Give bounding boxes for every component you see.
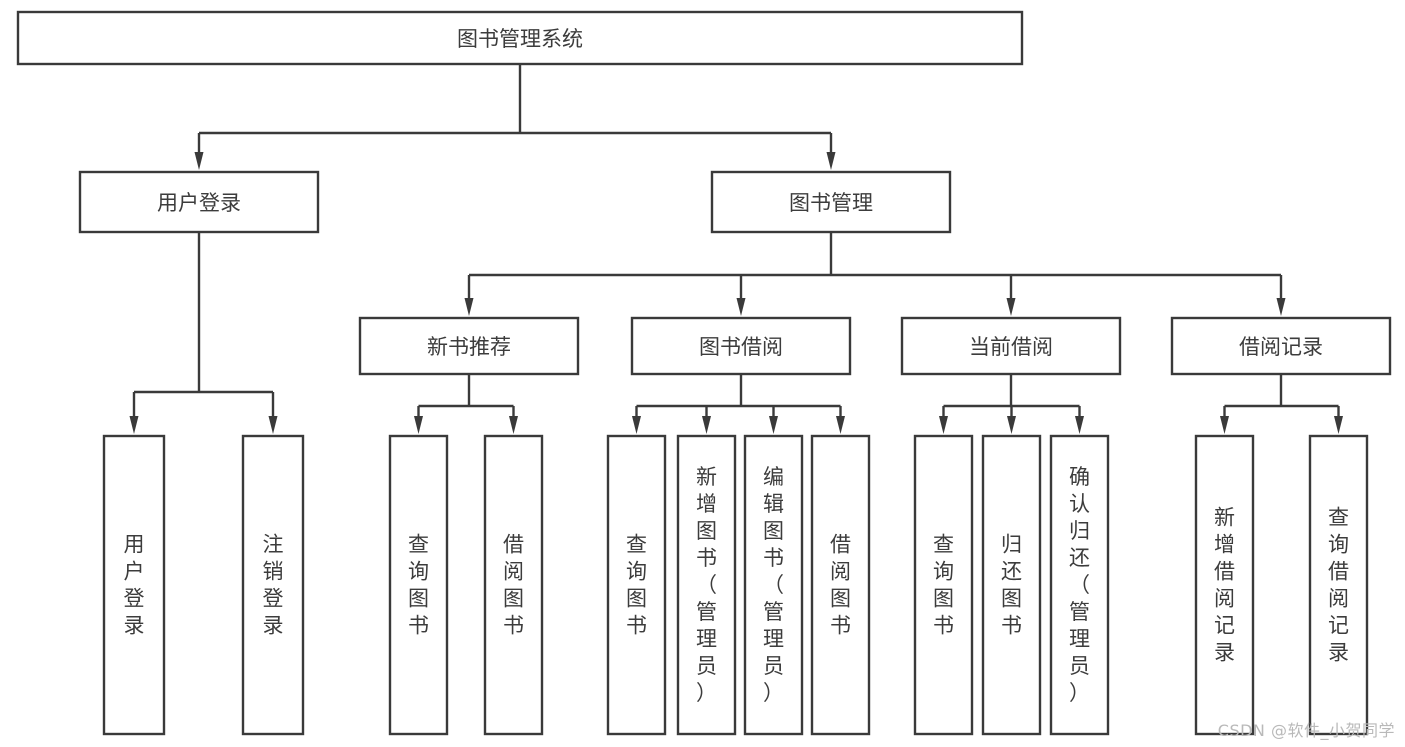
node-label: 借阅记录 (1239, 335, 1323, 359)
node-label: 用户登录 (157, 191, 241, 215)
node-leaf-查询图书-4[interactable]: 查询图书 (606, 434, 667, 736)
node-root-图书管理系统-0[interactable]: 图书管理系统 (16, 10, 1024, 66)
node-leaf-新增图书管理员-5[interactable]: 新增图书（管理员） (676, 434, 737, 736)
arrow-head-icon (826, 152, 836, 170)
node-leaf-借阅图书-7[interactable]: 借阅图书 (810, 434, 871, 736)
node-l2-用户登录-0[interactable]: 用户登录 (78, 170, 320, 234)
node-leaf-编辑图书管理员-6[interactable]: 编辑图书（管理员） (743, 434, 804, 736)
connector-group-新书推荐 (414, 374, 518, 434)
node-box (900, 316, 1122, 376)
node-leaf-查询借阅记录-12[interactable]: 查询借阅记录 (1308, 434, 1369, 736)
node-label: 查询图书 (626, 533, 647, 638)
connector-group-root (194, 64, 836, 170)
node-label: 图书借阅 (699, 335, 783, 359)
node-box (676, 434, 737, 736)
node-box (78, 170, 320, 234)
node-label: 新书推荐 (427, 335, 511, 359)
connector-group-借阅记录 (1220, 374, 1343, 434)
watermark-label: CSDN @软件_小贺同学 (1217, 721, 1395, 740)
node-l3-借阅记录-3[interactable]: 借阅记录 (1170, 316, 1392, 376)
node-box (710, 170, 952, 234)
arrow-head-icon (414, 416, 423, 434)
arrow-head-icon (1075, 416, 1084, 434)
node-leaf-用户登录-0[interactable]: 用户登录 (102, 434, 166, 736)
connector-group-图书借阅 (632, 374, 845, 434)
node-box (913, 434, 974, 736)
node-leaf-查询图书-8[interactable]: 查询图书 (913, 434, 974, 736)
node-box (981, 434, 1042, 736)
arrow-head-icon (268, 416, 278, 434)
node-layer: 图书管理系统用户登录图书管理新书推荐图书借阅当前借阅借阅记录用户登录注销登录查询… (16, 10, 1392, 736)
node-box (1308, 434, 1369, 736)
node-label: 用户登录 (124, 533, 145, 638)
arrow-head-icon (836, 416, 845, 434)
node-label: 新增借阅记录 (1214, 506, 1235, 665)
node-leaf-查询图书-2[interactable]: 查询图书 (388, 434, 449, 736)
connector-layer (129, 64, 1343, 434)
node-label: 图书管理 (789, 191, 873, 215)
node-label: 借阅图书 (830, 533, 851, 638)
node-label: 查询借阅记录 (1328, 506, 1349, 665)
node-label: 编辑图书（管理员） (763, 465, 784, 705)
arrow-head-icon (632, 416, 641, 434)
node-leaf-确认归还管理员-10[interactable]: 确认归还（管理员） (1049, 434, 1110, 736)
node-box (1194, 434, 1255, 736)
node-box (606, 434, 667, 736)
node-box (1049, 434, 1110, 736)
connector-group-user-login (129, 232, 278, 434)
arrow-head-icon (194, 152, 204, 170)
node-label: 图书管理系统 (457, 27, 583, 51)
node-l3-当前借阅-2[interactable]: 当前借阅 (900, 316, 1122, 376)
node-label: 注销登录 (263, 533, 284, 638)
arrow-head-icon (1334, 416, 1343, 434)
arrow-head-icon (129, 416, 139, 434)
connector-group-当前借阅 (939, 374, 1084, 434)
node-label: 新增图书（管理员） (696, 465, 717, 705)
node-box (358, 316, 580, 376)
node-label: 确认归还（管理员） (1069, 465, 1090, 705)
arrow-head-icon (1007, 416, 1016, 434)
node-leaf-借阅图书-3[interactable]: 借阅图书 (483, 434, 544, 736)
node-box (630, 316, 852, 376)
node-box (810, 434, 871, 736)
node-box (483, 434, 544, 736)
node-label: 借阅图书 (503, 533, 524, 638)
node-box (743, 434, 804, 736)
node-label: 查询图书 (408, 533, 429, 638)
arrow-head-icon (939, 416, 948, 434)
node-box (16, 10, 1024, 66)
node-label: 查询图书 (933, 533, 954, 638)
node-leaf-归还图书-9[interactable]: 归还图书 (981, 434, 1042, 736)
arrow-head-icon (464, 298, 474, 316)
arrow-head-icon (1220, 416, 1229, 434)
node-leaf-新增借阅记录-11[interactable]: 新增借阅记录 (1194, 434, 1255, 736)
node-box (102, 434, 166, 736)
node-l3-新书推荐-0[interactable]: 新书推荐 (358, 316, 580, 376)
arrow-head-icon (736, 298, 746, 316)
arrow-head-icon (1006, 298, 1016, 316)
node-label: 归还图书 (1001, 533, 1022, 638)
node-box (241, 434, 305, 736)
arrow-head-icon (769, 416, 778, 434)
node-box (1170, 316, 1392, 376)
arrow-head-icon (702, 416, 711, 434)
node-label: 当前借阅 (969, 335, 1053, 359)
node-l3-图书借阅-1[interactable]: 图书借阅 (630, 316, 852, 376)
arrow-head-icon (1276, 298, 1286, 316)
node-l2-图书管理-1[interactable]: 图书管理 (710, 170, 952, 234)
node-box (388, 434, 449, 736)
node-leaf-注销登录-1[interactable]: 注销登录 (241, 434, 305, 736)
connector-group-book-mgmt (464, 232, 1286, 316)
arrow-head-icon (509, 416, 518, 434)
